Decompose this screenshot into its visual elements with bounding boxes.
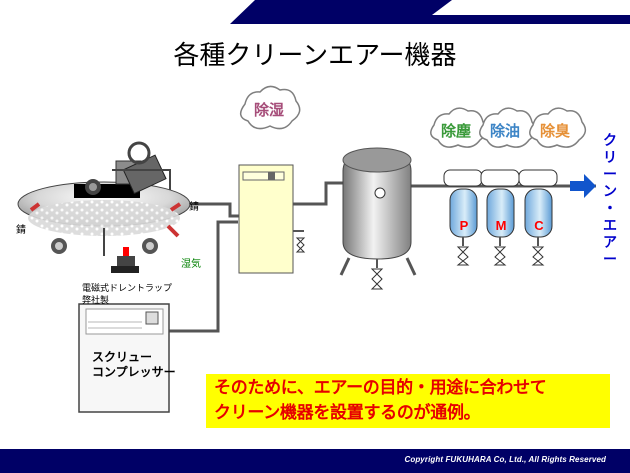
slide-title: 各種クリーンエアー機器 bbox=[173, 41, 457, 71]
filter-p-label: P bbox=[459, 218, 469, 233]
compressor-pipe bbox=[168, 220, 238, 333]
rust-label-left: 錆 bbox=[16, 225, 26, 236]
clean-air-char: ク bbox=[603, 133, 617, 149]
filter-c-label: C bbox=[534, 218, 544, 233]
clean-air-char: ー bbox=[603, 252, 617, 268]
main-pipe-right bbox=[290, 181, 355, 206]
odor-removal-label: 除臭 bbox=[540, 122, 571, 140]
cloud-icon bbox=[239, 85, 301, 130]
clean-air-char: エ bbox=[603, 218, 617, 234]
screw-compressor-label-line-2: コンプレッサー bbox=[92, 365, 176, 379]
drain-valve-icon bbox=[531, 246, 545, 266]
receiver-tank bbox=[339, 147, 417, 290]
compressor-cabinet bbox=[78, 303, 170, 413]
cloud-icon bbox=[529, 107, 587, 148]
clean-air-char: リ bbox=[603, 150, 617, 166]
oil-removal-label: 除油 bbox=[490, 122, 521, 140]
reciprocating-compressor bbox=[17, 141, 191, 273]
clean-air-char: ン bbox=[603, 184, 617, 200]
clean-air-char: ア bbox=[603, 235, 617, 251]
callout-box: そのために、エアーの目的・用途に合わせて クリーン機器を設置するのが通例。 bbox=[206, 374, 610, 428]
dehumidify-label: 除湿 bbox=[254, 101, 285, 119]
drain-valve-icon bbox=[493, 246, 507, 266]
copyright-text: Copyright FUKUHARA Co, Ltd., All Rights … bbox=[404, 455, 606, 464]
clean-air-char: ー bbox=[603, 167, 617, 183]
clean-air-vertical-label: ク リ ー ン ・ エ ア ー bbox=[599, 133, 621, 269]
header-band bbox=[0, 0, 630, 24]
screw-compressor-label-line-1: スクリュー bbox=[92, 350, 153, 364]
filter-m-label: M bbox=[495, 218, 507, 233]
screw-compressor-label: スクリュー コンプレッサー bbox=[92, 350, 182, 380]
dehumidify-cloud bbox=[239, 85, 301, 130]
drain-trap-label-line-1: 電磁式ドレントラップ bbox=[82, 284, 173, 294]
clean-air-char: ・ bbox=[603, 201, 617, 217]
callout-line-1: そのために、エアーの目的・用途に合わせて bbox=[214, 378, 547, 398]
rust-label-right: 錆 bbox=[189, 202, 199, 213]
arrow-right-icon bbox=[570, 174, 596, 198]
odor-cloud bbox=[529, 107, 587, 148]
callout-line-2: クリーン機器を設置するのが通例。 bbox=[214, 403, 481, 423]
footer-band: Copyright FUKUHARA Co, Ltd., All Rights … bbox=[0, 449, 630, 473]
drain-valve-icon bbox=[370, 268, 384, 290]
dryer-unit bbox=[238, 164, 306, 274]
dust-removal-label: 除塵 bbox=[441, 122, 472, 140]
humidity-label: 湿気 bbox=[181, 259, 201, 270]
filter-p bbox=[443, 169, 483, 266]
drain-valve-icon bbox=[295, 237, 306, 253]
drain-trap-label-line-2: 弊社製 bbox=[82, 296, 110, 306]
drain-valve-icon bbox=[456, 246, 470, 266]
filter-c bbox=[518, 169, 558, 266]
filter-m bbox=[480, 169, 520, 266]
